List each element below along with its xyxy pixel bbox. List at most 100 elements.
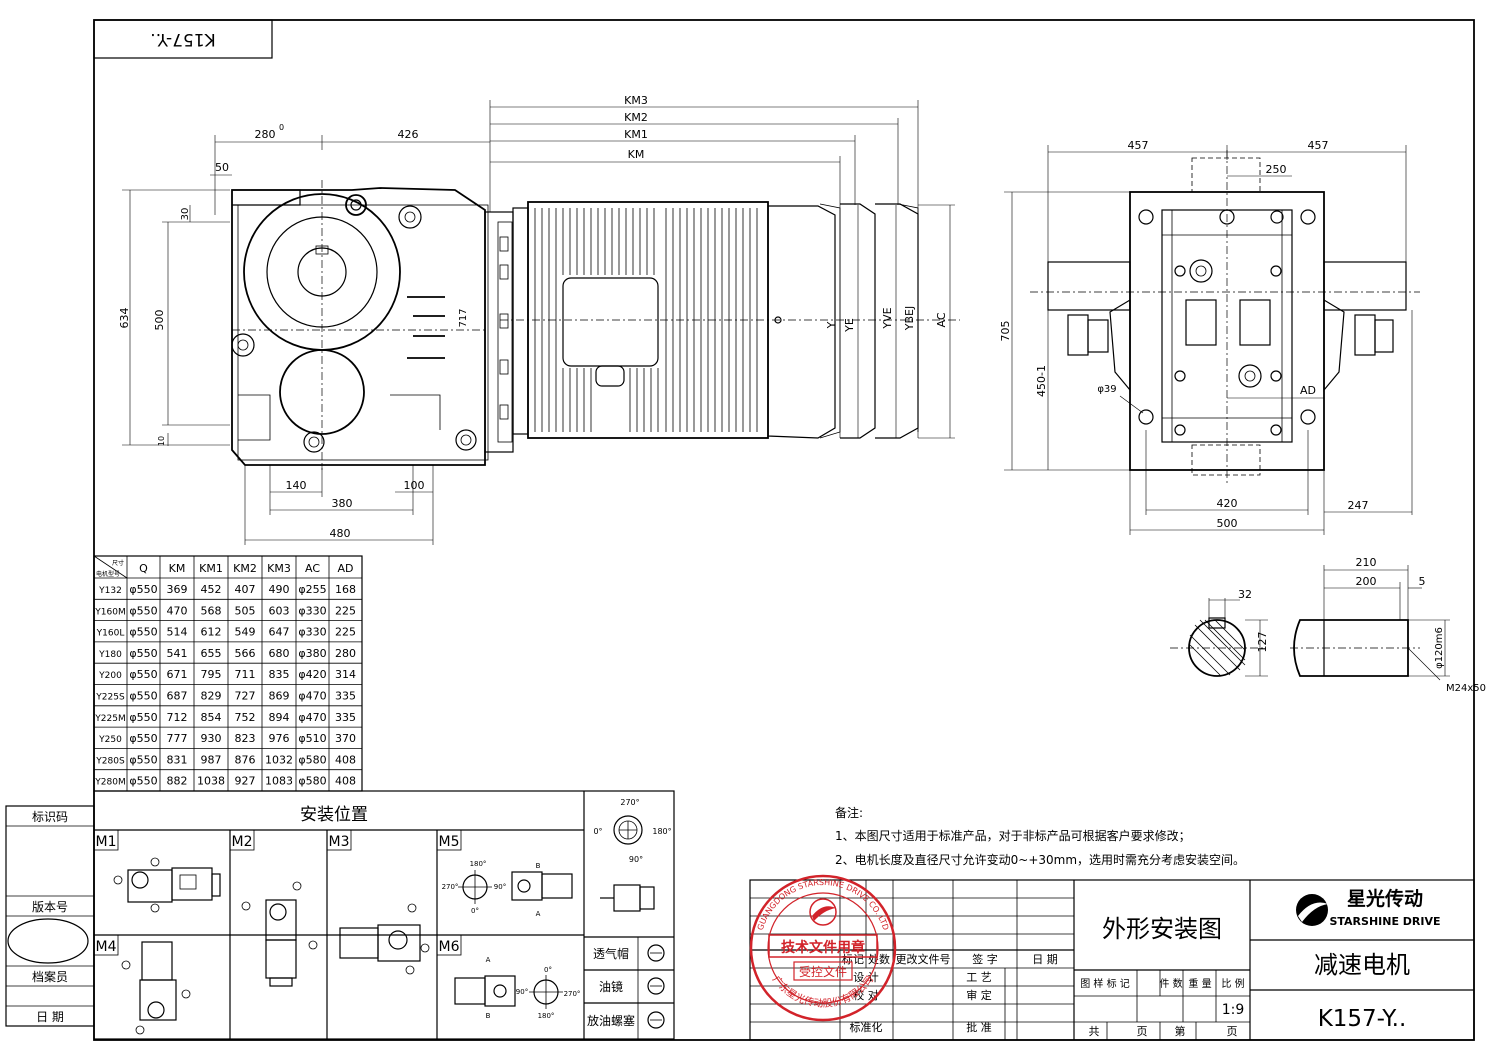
table-cell: φ550: [129, 647, 157, 660]
pos-m5: M5: [439, 834, 460, 850]
company-name-cn: 星光传动: [1347, 887, 1423, 910]
lbl-yve: YVE: [881, 307, 894, 329]
table-header-km1: KM1: [199, 562, 223, 575]
stamp-line-2: 受控文件: [799, 964, 847, 979]
table-cell: 225: [335, 604, 356, 617]
table-cell: 566: [235, 647, 256, 660]
tb-role-ratify: 批 准: [966, 1020, 992, 1034]
table-row-model: Y180: [98, 650, 122, 660]
dim-500: 500: [153, 310, 166, 331]
side-dim-457-left: 457: [1128, 139, 1149, 152]
m5-angle-270: 270°: [442, 883, 459, 891]
tb-role-standard: 标准化: [850, 1020, 883, 1034]
table-cell: 408: [335, 753, 356, 766]
table-cell: 829: [201, 690, 222, 703]
shaft-dim-127: 127: [1256, 632, 1269, 653]
key-angle-270: 270°: [620, 798, 639, 807]
m5-angle-0: 0°: [471, 907, 479, 915]
legend-drain-plug: 放油螺塞: [587, 1013, 635, 1028]
vent-cap-icon: [647, 944, 665, 962]
side-dim-457-right: 457: [1308, 139, 1329, 152]
dim-380: 380: [332, 497, 353, 510]
table-header-km2: KM2: [233, 562, 257, 575]
table-cell: 1038: [197, 775, 225, 788]
table-row-model: Y160L: [96, 629, 125, 639]
table-cell: 541: [167, 647, 188, 660]
pos-m2: M2: [232, 834, 253, 850]
tb-role-design: 设 计: [853, 971, 879, 984]
dim-km2: KM2: [624, 111, 648, 124]
m6-angle-270: 270°: [564, 990, 581, 998]
strip-version: 版本号: [32, 900, 68, 914]
title-block: 标记 处数 更改文件号 签 字 日 期 设 计 工 艺 校 对 审 定 标准化 …: [749, 879, 1475, 1041]
side-view: [1030, 150, 1420, 485]
notes: 备注: 1、本图尺寸适用于标准产品，对于非标产品可根据客户要求修改； 2、电机长…: [835, 805, 1245, 867]
table-cell: 603: [269, 604, 290, 617]
table-header-ad: AD: [338, 562, 354, 575]
m2-sketch: [241, 881, 318, 987]
drain-plug-icon: [647, 1011, 665, 1029]
side-dim-39: φ39: [1097, 384, 1116, 395]
tb-sheet-page-2: 页: [1227, 1025, 1238, 1038]
table-cell: 280: [335, 647, 356, 660]
table-cell: φ550: [129, 668, 157, 681]
table-header-ac: AC: [305, 562, 320, 575]
table-cell: 854: [201, 711, 222, 724]
m5-angle-90: 90°: [494, 883, 506, 891]
shaft-dim-200: 200: [1356, 575, 1377, 588]
side-dim-247: 247: [1348, 499, 1369, 512]
front-dimensions: 280 0 426 50 KM3 KM2 KM1 KM 634 500 30 1…: [118, 94, 955, 545]
table-cell: 930: [201, 732, 222, 745]
table-cell: 490: [269, 583, 290, 596]
tb-weight: 重 量: [1188, 977, 1211, 990]
key-angle-90: 90°: [629, 855, 643, 864]
table-cell: 823: [235, 732, 256, 745]
tb-sheet-total: 共: [1089, 1025, 1100, 1038]
mounting-positions: 安装位置 M1 M2 M3 M4 M5 M6: [93, 790, 675, 1040]
legend-vent-cap: 透气帽: [593, 946, 629, 961]
tb-scale-label: 比 例: [1221, 977, 1244, 990]
table-cell: φ550: [129, 626, 157, 639]
table-row-model: Y200: [98, 671, 122, 681]
table-cell: 987: [201, 753, 222, 766]
left-archive-strip: 标识码 版本号 档案员 日 期: [5, 805, 95, 1027]
table-header-km3: KM3: [267, 562, 291, 575]
strip-archivist: 档案员: [32, 969, 68, 984]
key-angle-0: 0°: [593, 827, 602, 836]
m6-angle-0: 0°: [544, 966, 552, 974]
table-cell: 168: [335, 583, 356, 596]
side-dim-420: 420: [1217, 497, 1238, 510]
side-dim-500: 500: [1217, 517, 1238, 530]
shaft-dim-32: 32: [1238, 588, 1252, 601]
dim-50: 50: [215, 161, 229, 174]
table-cell: 505: [235, 604, 256, 617]
top-left-code: K157-Y..: [150, 29, 215, 49]
table-cell: 711: [235, 668, 256, 681]
dim-10: 10: [157, 436, 166, 446]
shaft-dim-210: 210: [1356, 556, 1377, 569]
table-cell: 671: [167, 668, 188, 681]
dim-km1: KM1: [624, 128, 648, 141]
table-cell: 314: [335, 668, 356, 681]
table-cell: 869: [269, 690, 290, 703]
lbl-ybej: YBEJ: [903, 306, 916, 331]
oil-sight-icon: [647, 977, 665, 995]
table-cell: 370: [335, 732, 356, 745]
shaft-dim-120: φ120m6: [1434, 627, 1445, 669]
table-cell: φ255: [298, 583, 326, 596]
company-name-en: STARSHINE DRIVE: [1329, 915, 1440, 928]
table-header-q: Q: [139, 562, 148, 575]
table-cell: φ470: [298, 690, 326, 703]
m3-sketch: [339, 903, 430, 975]
lbl-y: Y: [825, 321, 838, 329]
table-cell: 225: [335, 626, 356, 639]
table-header-km: KM: [169, 562, 186, 575]
pos-m4: M4: [96, 939, 117, 955]
table-cell: 976: [269, 732, 290, 745]
table-cell: 680: [269, 647, 290, 660]
tb-sheet-no: 第: [1175, 1024, 1186, 1038]
table-cell: 876: [235, 753, 256, 766]
table-cell: φ330: [298, 626, 326, 639]
dim-634: 634: [118, 308, 131, 329]
